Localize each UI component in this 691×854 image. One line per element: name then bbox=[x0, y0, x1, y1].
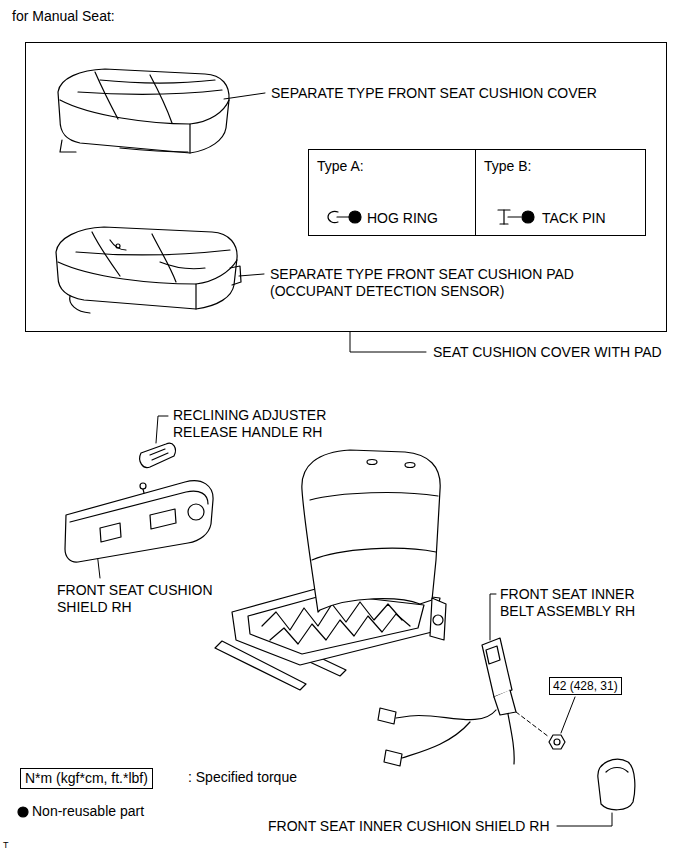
cushion-pad bbox=[195, 284, 196, 309]
belt-assembly bbox=[378, 638, 516, 766]
nut bbox=[549, 735, 565, 749]
node-text: TACK PIN bbox=[542, 210, 606, 227]
legend-text: Non-reusable part bbox=[32, 803, 144, 820]
part-label: RECLINING ADJUSTER RELEASE HANDLE RH bbox=[173, 407, 338, 441]
belt-assembly bbox=[384, 750, 402, 766]
tack-pin-symbol bbox=[500, 223, 508, 224]
cushion-cover bbox=[78, 90, 222, 94]
part-label: FRONT SEAT INNER BELT ASSEMBLY RH bbox=[500, 586, 650, 620]
hog-ring-symbol bbox=[349, 211, 361, 223]
cushion-cover bbox=[95, 72, 118, 119]
seat-frame bbox=[367, 460, 377, 465]
inner-cushion-shield bbox=[598, 759, 635, 809]
release-handle bbox=[140, 443, 176, 467]
seat-frame bbox=[312, 548, 436, 560]
release-handle bbox=[152, 453, 168, 460]
legend-text: : Specified torque bbox=[188, 769, 297, 786]
cushion-shield bbox=[65, 481, 213, 563]
cushion-pad bbox=[116, 244, 120, 248]
leader-line bbox=[490, 594, 496, 640]
cushion-shield bbox=[100, 523, 121, 542]
leader-line bbox=[557, 813, 612, 826]
tack-pin-symbol bbox=[498, 210, 534, 224]
cushion-cover bbox=[100, 80, 215, 83]
cushion-pad bbox=[76, 250, 230, 255]
belt-assembly bbox=[482, 638, 512, 697]
seat-frame bbox=[215, 450, 446, 690]
belt-assembly bbox=[396, 710, 496, 720]
node-text: 42 (428, 31) bbox=[553, 679, 618, 693]
seat-frame bbox=[430, 598, 446, 640]
cushion-pad bbox=[110, 240, 126, 250]
seat-frame bbox=[262, 602, 402, 630]
node-text: SEAT CUSHION COVER WITH PAD bbox=[433, 344, 662, 361]
cushion-cover bbox=[60, 140, 76, 152]
cushion-cover bbox=[58, 69, 229, 153]
leader-line bbox=[350, 332, 426, 352]
seat-frame bbox=[270, 614, 410, 644]
node-text: Type A: bbox=[317, 158, 364, 175]
leader-line bbox=[516, 712, 549, 737]
cushion-cover bbox=[189, 124, 190, 153]
part-label: SEPARATE TYPE FRONT SEAT CUSHION COVER bbox=[271, 85, 597, 102]
cushion-pad bbox=[58, 260, 237, 284]
part-label: FRONT SEAT INNER CUSHION SHIELD RH bbox=[268, 818, 550, 835]
leader-line bbox=[224, 93, 265, 99]
leader-line bbox=[97, 93, 612, 826]
tack-pin-symbol bbox=[503, 210, 504, 224]
seat-frame bbox=[310, 493, 438, 500]
leader-line bbox=[156, 416, 168, 443]
belt-assembly bbox=[378, 708, 396, 724]
legend-dot bbox=[18, 807, 28, 817]
node-text: Type B: bbox=[484, 158, 531, 175]
part-label: FRONT SEAT CUSHION SHIELD RH bbox=[57, 582, 227, 616]
belt-assembly bbox=[486, 646, 500, 664]
table-cell: Type B: TACK PIN bbox=[475, 149, 646, 236]
cushion-shield bbox=[140, 483, 146, 489]
cushion-pad bbox=[56, 227, 241, 313]
release-handle bbox=[150, 449, 165, 455]
inner-cushion-shield bbox=[606, 768, 628, 773]
node-text: HOG RING bbox=[367, 210, 438, 227]
release-handle bbox=[140, 443, 176, 467]
cushion-cover bbox=[120, 148, 188, 152]
cushion-cover bbox=[58, 69, 229, 153]
nut bbox=[549, 735, 565, 749]
belt-assembly bbox=[402, 722, 470, 758]
cushion-pad bbox=[70, 296, 90, 313]
leader-line bbox=[239, 274, 264, 276]
part-label: T bbox=[3, 840, 9, 851]
belt-assembly bbox=[494, 690, 516, 715]
cushion-pad bbox=[152, 234, 176, 282]
inner-cushion-shield bbox=[598, 759, 635, 809]
torque-box: N*m (kgf*cm, ft.*lbf) bbox=[20, 768, 153, 789]
cushion-cover bbox=[60, 100, 229, 124]
cushion-pad bbox=[56, 227, 237, 309]
cushion-cover bbox=[150, 75, 172, 123]
part-label: SEPARATE TYPE FRONT SEAT CUSHION PAD (OC… bbox=[270, 266, 610, 300]
torque-box: 42 (428, 31) bbox=[549, 677, 622, 695]
cushion-pad bbox=[160, 262, 205, 269]
nut bbox=[554, 739, 560, 745]
cushion-shield bbox=[150, 509, 176, 529]
hog-ring-symbol bbox=[328, 211, 361, 223]
table-cell: Type A: HOG RING bbox=[308, 149, 476, 236]
diagram-title: for Manual Seat: bbox=[12, 8, 115, 25]
belt-assembly bbox=[508, 714, 514, 764]
cushion-shield bbox=[65, 481, 213, 563]
cushion-shield bbox=[70, 491, 208, 522]
cushion-shield bbox=[188, 504, 204, 520]
legend-dot bbox=[18, 807, 28, 817]
leader-line bbox=[561, 697, 575, 733]
tack-pin-symbol bbox=[522, 211, 534, 223]
node-text: N*m (kgf*cm, ft.*lbf) bbox=[25, 770, 148, 787]
seat-frame bbox=[302, 450, 440, 612]
hog-ring-symbol bbox=[337, 216, 349, 217]
tack-pin-symbol bbox=[508, 216, 521, 217]
seat-frame bbox=[405, 463, 415, 468]
seat-frame bbox=[433, 615, 443, 625]
